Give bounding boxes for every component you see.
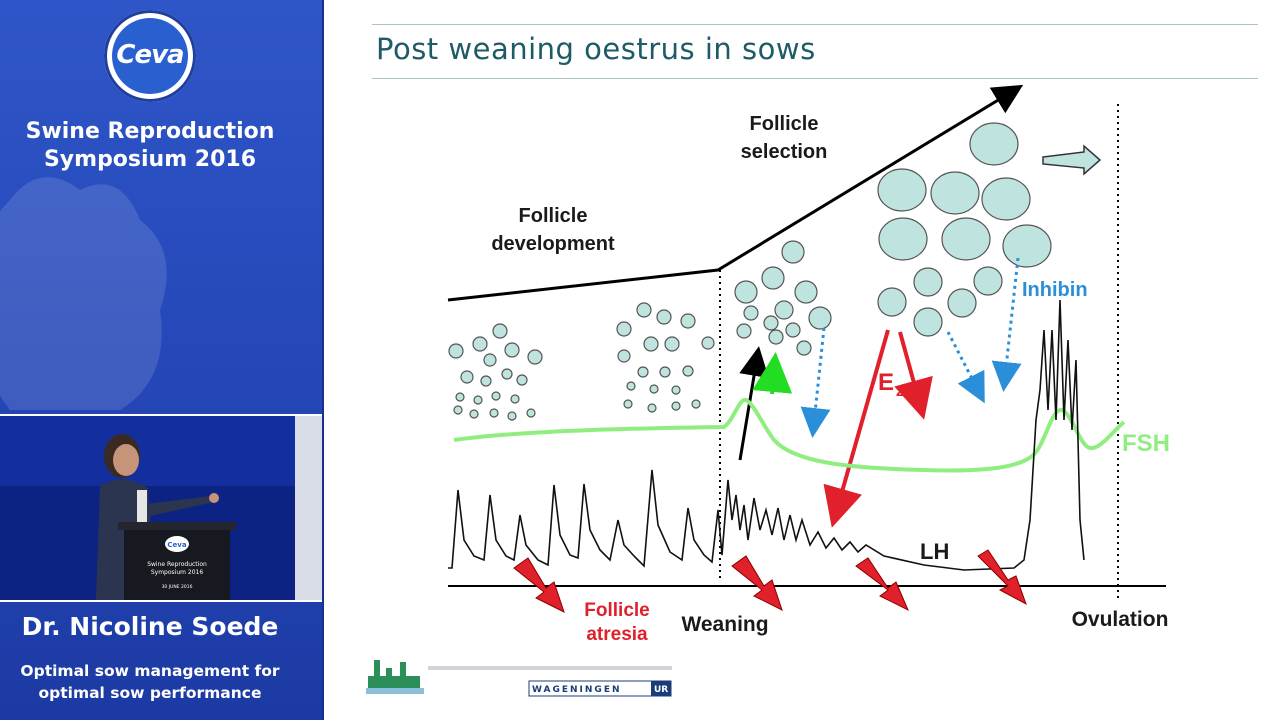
slide-title: Post weaning oestrus in sows <box>376 32 816 66</box>
follicles-cluster-selected <box>877 122 1052 337</box>
follicle-atresia-label-1: Follicle <box>584 600 649 621</box>
weaning-label: Weaning <box>681 613 768 636</box>
title-rule-top <box>372 24 1258 25</box>
inhibin-arrows <box>800 257 1022 438</box>
ovulation-direction-arrow <box>1042 144 1102 176</box>
atresia-arrows <box>513 549 1027 613</box>
fsh-label: FSH <box>1122 430 1170 457</box>
event-title: Swine Reproduction Symposium 2016 <box>0 118 300 174</box>
lh-curve <box>448 299 1085 571</box>
e2-subscript-label: 2 <box>896 383 904 399</box>
title-rule-bottom <box>372 78 1258 79</box>
ceva-logo-text: Ceva <box>116 40 184 70</box>
follicle-development-label-1: Follicle <box>519 205 588 227</box>
follicles-cluster-3 <box>734 240 832 356</box>
wageningen-logo-suffix: UR <box>654 685 668 695</box>
presentation-slide: Post weaning oestrus in sows <box>324 0 1280 720</box>
follicle-selection-label-1: Follicle <box>750 113 819 135</box>
wageningen-logo-text: WAGENINGEN <box>532 685 622 695</box>
e2-arrows <box>823 329 933 528</box>
oestrus-diagram: Follicle development Follicle selection … <box>366 84 1170 697</box>
ceva-logo: Ceva <box>104 10 196 102</box>
event-title-line1: Swine Reproduction <box>25 119 275 144</box>
talk-title-line2: optimal sow performance <box>38 684 262 702</box>
follicles-cluster-1 <box>448 323 543 421</box>
follicle-development-label-2: development <box>491 233 615 255</box>
podium-logo-text: Ceva <box>167 541 186 549</box>
podium-text-line1: Swine Reproduction <box>147 561 207 568</box>
pig-silhouette-watermark <box>0 177 167 410</box>
speaker-name: Dr. Nicoline Soede <box>21 612 279 641</box>
e2-label: E <box>878 369 894 396</box>
follicles-cluster-2 <box>616 302 715 413</box>
follicle-selection-label-2: selection <box>741 141 828 163</box>
speaker-video-feed: Ceva Swine Reproduction Symposium 2016 3… <box>0 414 322 602</box>
lh-stimulus-arrow <box>738 346 769 461</box>
talk-title: Optimal sow management for optimal sow p… <box>0 660 300 704</box>
speaker-video-image: Ceva Swine Reproduction Symposium 2016 3… <box>0 416 322 600</box>
follicle-atresia-label-2: atresia <box>586 624 648 645</box>
inhibin-label: Inhibin <box>1022 279 1088 301</box>
podium-date: 30 JUNE 2016 <box>162 584 193 590</box>
talk-title-line1: Optimal sow management for <box>20 662 280 680</box>
wageningen-logo: WAGENINGEN UR <box>366 660 672 697</box>
ovulation-label: Ovulation <box>1072 608 1169 631</box>
fsh-stimulus-arrow <box>752 352 793 395</box>
lh-label: LH <box>920 539 949 564</box>
podium-text-line2: Symposium 2016 <box>151 569 203 576</box>
fsh-curve <box>453 398 1126 473</box>
follicle-growth-line <box>447 84 1024 302</box>
event-title-line2: Symposium 2016 <box>43 147 257 172</box>
